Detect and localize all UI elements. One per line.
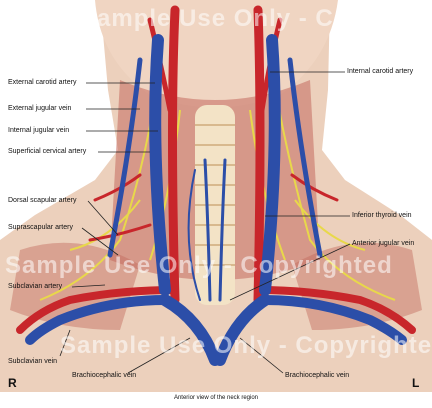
watermark: Sample Use Only - Copyrighted bbox=[60, 332, 432, 359]
label-internal-jugular-vein: Internal jugular vein bbox=[8, 127, 70, 134]
label-brachiocephalic-vein-right: Brachiocephalic vein bbox=[72, 372, 137, 379]
label-dorsal-scapular-artery: Dorsal scapular artery bbox=[8, 197, 77, 204]
label-internal-carotid-artery: Internal carotid artery bbox=[347, 68, 414, 75]
veins bbox=[25, 34, 407, 366]
leader-lines bbox=[59, 71, 351, 374]
label-superficial-cervical-artery: Superficial cervical artery bbox=[8, 148, 87, 155]
neck-anatomy-illustration bbox=[0, 0, 432, 392]
label-inferior-thyroid-vein: Inferior thyroid vein bbox=[352, 212, 412, 219]
watermark: Sample Use Only - Copyrighted bbox=[5, 252, 393, 279]
label-suprascapular-artery: Suprascapular artery bbox=[8, 224, 73, 231]
label-brachiocephalic-vein-left: Brachiocephalic vein bbox=[285, 372, 350, 379]
side-marker-right: R bbox=[8, 376, 17, 390]
watermark: Sample Use Only - Copyrighted bbox=[80, 5, 432, 32]
label-anterior-jugular-vein: Anterior jugular vein bbox=[352, 240, 415, 247]
label-external-jugular-vein: External jugular vein bbox=[8, 105, 72, 112]
label-subclavian-vein: Subclavian vein bbox=[8, 358, 58, 365]
figure-caption: Anterior view of the neck region bbox=[173, 395, 259, 401]
side-marker-left: L bbox=[412, 376, 420, 390]
label-external-carotid-artery: External carotid artery bbox=[8, 79, 77, 86]
label-subclavian-artery: Subclavian artery bbox=[8, 283, 63, 290]
